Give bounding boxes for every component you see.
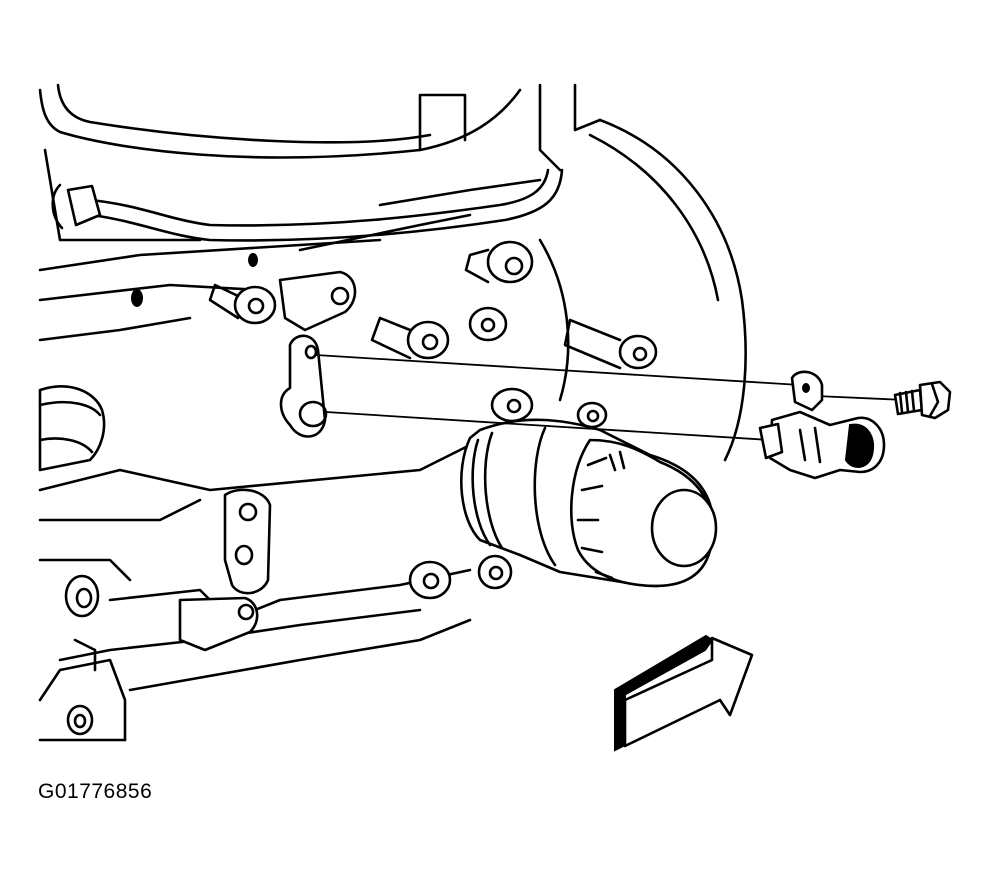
left-cap	[38, 385, 106, 472]
hose	[51, 168, 564, 242]
engine-block-top	[38, 83, 602, 342]
bolt	[893, 380, 952, 420]
install-lines	[315, 354, 906, 441]
oil-filter	[460, 418, 718, 588]
block-bosses	[131, 240, 658, 429]
bell-housing	[538, 118, 747, 462]
sensor-mount-pad	[279, 334, 328, 438]
figure-id-label: G01776856	[38, 780, 153, 803]
arrow-icon	[614, 634, 754, 752]
crankshaft-sensor	[758, 370, 886, 480]
engine-block-bottom	[38, 443, 513, 742]
